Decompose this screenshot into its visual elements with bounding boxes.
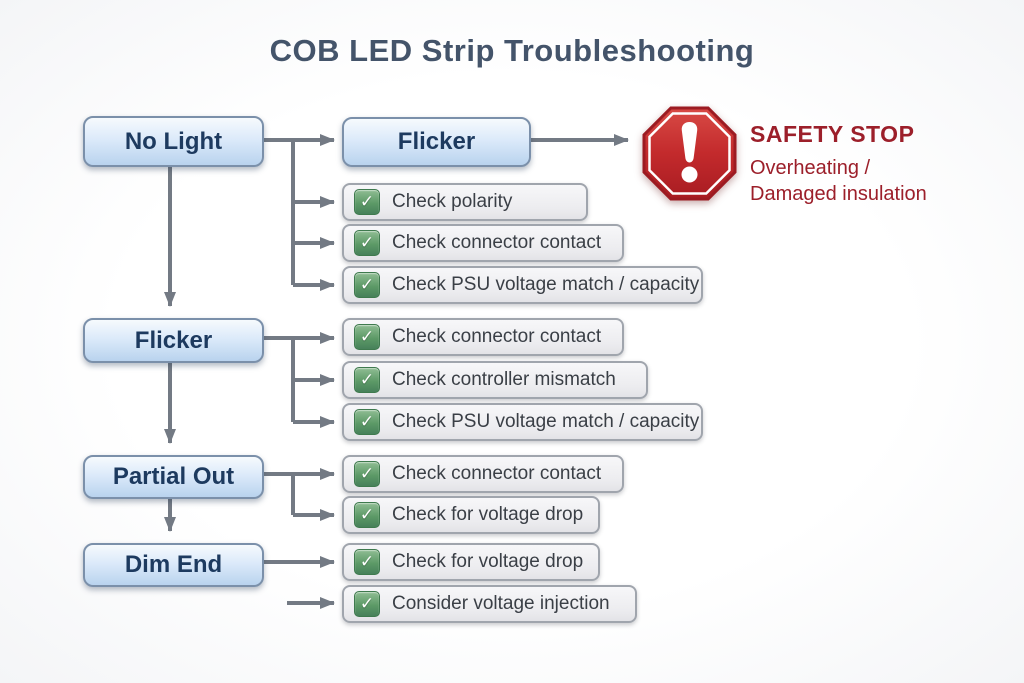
node-dim-end: Dim End <box>83 543 264 587</box>
check-item: ✓ Check controller mismatch <box>342 361 648 399</box>
check-item-label: Check connector contact <box>392 463 602 484</box>
safety-stop-title: SAFETY STOP <box>750 121 915 147</box>
node-dim-end-label: Dim End <box>124 551 223 578</box>
node-flicker-label: Flicker <box>134 326 213 354</box>
node-no-light-label: No Light <box>124 127 223 155</box>
check-item-label: Consider voltage injection <box>392 593 610 614</box>
check-item-label: Check for voltage drop <box>392 504 584 525</box>
check-item: ✓ Check connector contact <box>342 224 624 262</box>
check-item: ✓ Check polarity <box>342 183 588 221</box>
checkmark-icon: ✓ <box>354 230 380 256</box>
check-item-label: Check controller mismatch <box>392 369 616 390</box>
check-item-label: Check polarity <box>392 191 513 212</box>
node-flicker: Flicker <box>83 318 264 363</box>
node-partial-out-label: Partial Out <box>112 463 235 490</box>
check-item: ✓ Check connector contact <box>342 318 624 356</box>
safety-stop-line1: Overheating / <box>750 157 871 179</box>
check-item-label: Check PSU voltage match / capacity <box>392 411 700 432</box>
check-item: ✓ Check PSU voltage match / capacity <box>342 266 703 304</box>
safety-stop-text: SAFETY STOP Overheating / Damaged insula… <box>750 121 927 207</box>
checkmark-icon: ✓ <box>354 367 380 393</box>
checkmark-icon: ✓ <box>354 549 380 575</box>
checkmark-icon: ✓ <box>354 591 380 617</box>
node-flicker-top-label: Flicker <box>397 128 476 155</box>
check-item-label: Check for voltage drop <box>392 551 584 572</box>
stop-octagon-exclamation-icon <box>642 106 737 201</box>
check-item: ✓ Check PSU voltage match / capacity <box>342 403 703 441</box>
check-item: ✓ Check connector contact <box>342 455 624 493</box>
node-flicker-top: Flicker <box>342 117 531 167</box>
checkmark-icon: ✓ <box>354 409 380 435</box>
checkmark-icon: ✓ <box>354 272 380 298</box>
check-item-label: Check PSU voltage match / capacity <box>392 274 700 295</box>
safety-stop-line2: Damaged insulation <box>750 183 927 205</box>
checkmark-icon: ✓ <box>354 461 380 487</box>
checkmark-icon: ✓ <box>354 502 380 528</box>
page-title: COB LED Strip Troubleshooting <box>269 33 755 68</box>
node-no-light: No Light <box>83 116 264 167</box>
checkmark-icon: ✓ <box>354 324 380 350</box>
check-item: ✓ Check for voltage drop <box>342 543 600 581</box>
node-partial-out: Partial Out <box>83 455 264 499</box>
check-item-label: Check connector contact <box>392 232 602 253</box>
checkmark-icon: ✓ <box>354 189 380 215</box>
check-item: ✓ Check for voltage drop <box>342 496 600 534</box>
check-item-label: Check connector contact <box>392 326 602 347</box>
check-item: ✓ Consider voltage injection <box>342 585 637 623</box>
